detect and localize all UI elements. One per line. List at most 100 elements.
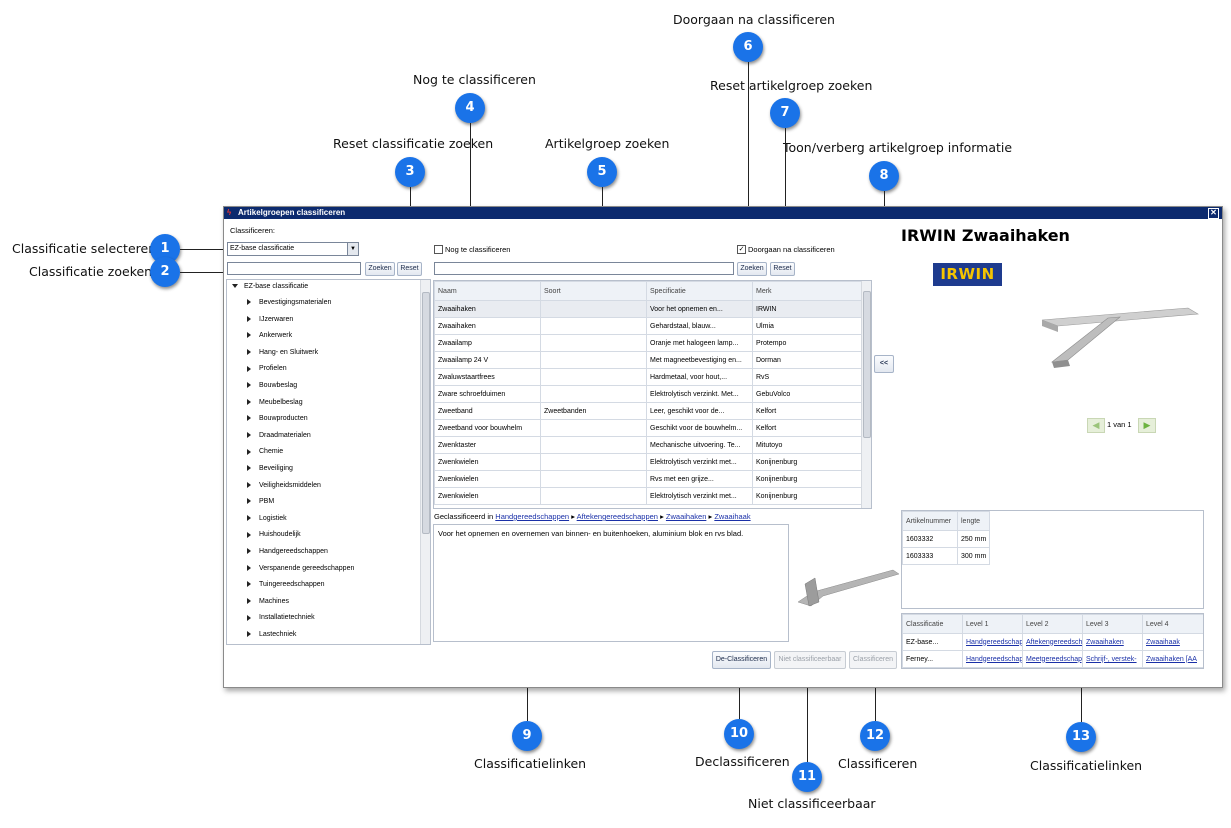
- chevron-down-icon[interactable]: ▼: [347, 243, 358, 255]
- classification-link[interactable]: Handgereedschappen: [966, 638, 1023, 646]
- expand-arrow-icon[interactable]: [247, 382, 251, 389]
- classification-link[interactable]: Zwaaihaak: [1146, 638, 1180, 646]
- description-box[interactable]: Voor het opnemen en overnemen van binnen…: [433, 524, 789, 642]
- tree-item[interactable]: Draadmaterialen: [247, 432, 311, 439]
- articlegroup-search-button[interactable]: Zoeken: [737, 262, 767, 276]
- expand-arrow-icon[interactable]: [247, 531, 251, 538]
- expand-arrow-icon[interactable]: [247, 431, 251, 438]
- tree-item[interactable]: Verspanende gereedschappen: [247, 565, 354, 572]
- grid-column-header[interactable]: Specificatie: [646, 281, 753, 301]
- classification-column-header[interactable]: Level 2: [1022, 614, 1083, 634]
- breadcrumb-link[interactable]: Handgereedschappen: [495, 512, 570, 521]
- tree-item[interactable]: Hang- en Sluitwerk: [247, 349, 318, 356]
- expand-arrow-icon[interactable]: [247, 299, 251, 306]
- table-row[interactable]: Ferney...HandgereedschappenMeetgereedsch…: [902, 650, 1203, 668]
- expand-arrow-icon[interactable]: [247, 548, 251, 555]
- next-arrow-icon[interactable]: ▶: [1138, 418, 1156, 433]
- expand-arrow-icon[interactable]: [247, 498, 251, 505]
- tree-item[interactable]: Bouwproducten: [247, 415, 308, 422]
- tree-item[interactable]: Profielen: [247, 365, 287, 372]
- declassify-button[interactable]: De-Classificeren: [712, 651, 771, 669]
- classify-button[interactable]: Classificeren: [849, 651, 897, 669]
- expand-arrow-icon[interactable]: [247, 564, 251, 571]
- classification-search-button[interactable]: Zoeken: [365, 262, 395, 276]
- breadcrumb-link[interactable]: Zwaaihaken: [665, 512, 707, 521]
- close-icon[interactable]: ✕: [1208, 208, 1219, 219]
- expand-arrow-icon[interactable]: [247, 415, 251, 422]
- classification-link[interactable]: Handgereedschappen: [966, 655, 1023, 663]
- grid-column-header[interactable]: Soort: [540, 281, 647, 301]
- expand-arrow-icon[interactable]: [247, 315, 251, 322]
- expand-arrow-icon[interactable]: [247, 448, 251, 455]
- not-classifiable-button[interactable]: Niet classificeerbaar: [774, 651, 846, 669]
- tree-item[interactable]: PBM: [247, 498, 274, 505]
- classification-link[interactable]: Zwaaihaken: [1086, 638, 1124, 646]
- expand-arrow-icon[interactable]: [247, 597, 251, 604]
- expand-arrow-icon[interactable]: [247, 398, 251, 405]
- articlegroup-search-input[interactable]: [434, 262, 734, 275]
- tree-item[interactable]: Bouwbeslag: [247, 382, 297, 389]
- tree-scrollbar[interactable]: [420, 280, 430, 644]
- tree-item[interactable]: Handgereedschappen: [247, 548, 328, 555]
- expand-arrow-icon[interactable]: [247, 614, 251, 621]
- continue-checkbox[interactable]: ✓: [737, 245, 746, 254]
- articlegroup-reset-button[interactable]: Reset: [770, 262, 795, 276]
- tree-item[interactable]: Logistiek: [247, 515, 287, 522]
- classification-column-header[interactable]: Classificatie: [902, 614, 963, 634]
- grid-scrollbar[interactable]: [861, 281, 871, 508]
- grid-column-header[interactable]: Naam: [434, 281, 541, 301]
- not-yet-checkbox[interactable]: [434, 245, 443, 254]
- tree-item[interactable]: Tuingereedschappen: [247, 581, 325, 588]
- classification-select[interactable]: EZ-base classificatie ▼: [227, 242, 359, 256]
- grid-column-header[interactable]: Merk: [752, 281, 863, 301]
- breadcrumb-link[interactable]: Zwaaihaak: [714, 512, 751, 521]
- classification-reset-button[interactable]: Reset: [397, 262, 422, 276]
- expand-arrow-icon[interactable]: [247, 465, 251, 472]
- tree-item[interactable]: IJzerwaren: [247, 316, 293, 323]
- classification-column-header[interactable]: Level 4: [1142, 614, 1203, 634]
- article-column-header[interactable]: lengte: [957, 511, 990, 531]
- tree-item[interactable]: Ankerwerk: [247, 332, 292, 339]
- expand-arrow-icon[interactable]: [247, 365, 251, 372]
- tree-item[interactable]: Bevestigingsmaterialen: [247, 299, 331, 306]
- classification-link[interactable]: Zwaaihaken [AA: [1146, 655, 1197, 663]
- classification-link[interactable]: Schrijf-, verstek-: [1086, 655, 1137, 663]
- classification-column-header[interactable]: Level 3: [1082, 614, 1143, 634]
- expand-arrow-icon[interactable]: [247, 631, 251, 638]
- expand-arrow-icon[interactable]: [247, 581, 251, 588]
- toggle-info-button[interactable]: <<: [874, 355, 894, 373]
- classification-link[interactable]: Aftekengereedschappen: [1026, 638, 1083, 646]
- tree-scroll-thumb[interactable]: [422, 292, 430, 534]
- expand-arrow-icon[interactable]: [247, 481, 251, 488]
- breadcrumb-link[interactable]: Aftekengereedschappen: [576, 512, 658, 521]
- tree-root-item[interactable]: EZ-base classificatie: [232, 283, 308, 290]
- classification-column-header[interactable]: Level 1: [962, 614, 1023, 634]
- tree-item[interactable]: Machines: [247, 598, 289, 605]
- expand-arrow-icon[interactable]: [247, 514, 251, 521]
- expand-arrow-icon[interactable]: [247, 332, 251, 339]
- expand-arrow-icon[interactable]: [247, 348, 251, 355]
- tree-item[interactable]: Meubelbeslag: [247, 399, 303, 406]
- table-row[interactable]: EZ-base...HandgereedschappenAftekengeree…: [902, 633, 1203, 651]
- expand-arrow-icon[interactable]: [232, 284, 238, 289]
- prev-arrow-icon[interactable]: ◀: [1087, 418, 1105, 433]
- tree-item[interactable]: Installatietechniek: [247, 614, 315, 621]
- tree-item[interactable]: Huishoudelijk: [247, 531, 301, 538]
- tree-item[interactable]: Chemie: [247, 448, 283, 455]
- classification-link[interactable]: Meetgereedschappen: [1026, 655, 1083, 663]
- article-column-header[interactable]: Artikelnummer: [902, 511, 958, 531]
